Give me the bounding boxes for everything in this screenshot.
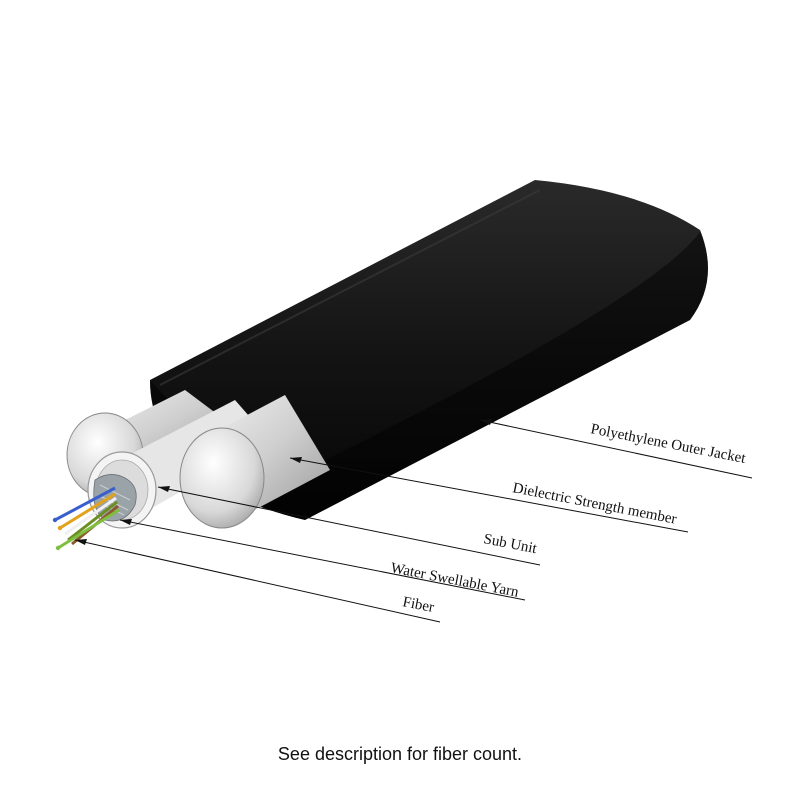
fiber-6 (57, 508, 120, 550)
caption: See description for fiber count. (277, 744, 523, 764)
strength-member-right (179, 395, 330, 529)
fiber-4 (67, 500, 118, 542)
label-sub-unit: Sub Unit (482, 531, 539, 557)
fiber-2 (59, 492, 116, 530)
fiber-3 (64, 496, 117, 536)
leader-lines (74, 419, 753, 623)
fibers (52, 486, 120, 551)
label-fiber: Fiber (401, 594, 435, 616)
fiber-1 (54, 486, 116, 522)
